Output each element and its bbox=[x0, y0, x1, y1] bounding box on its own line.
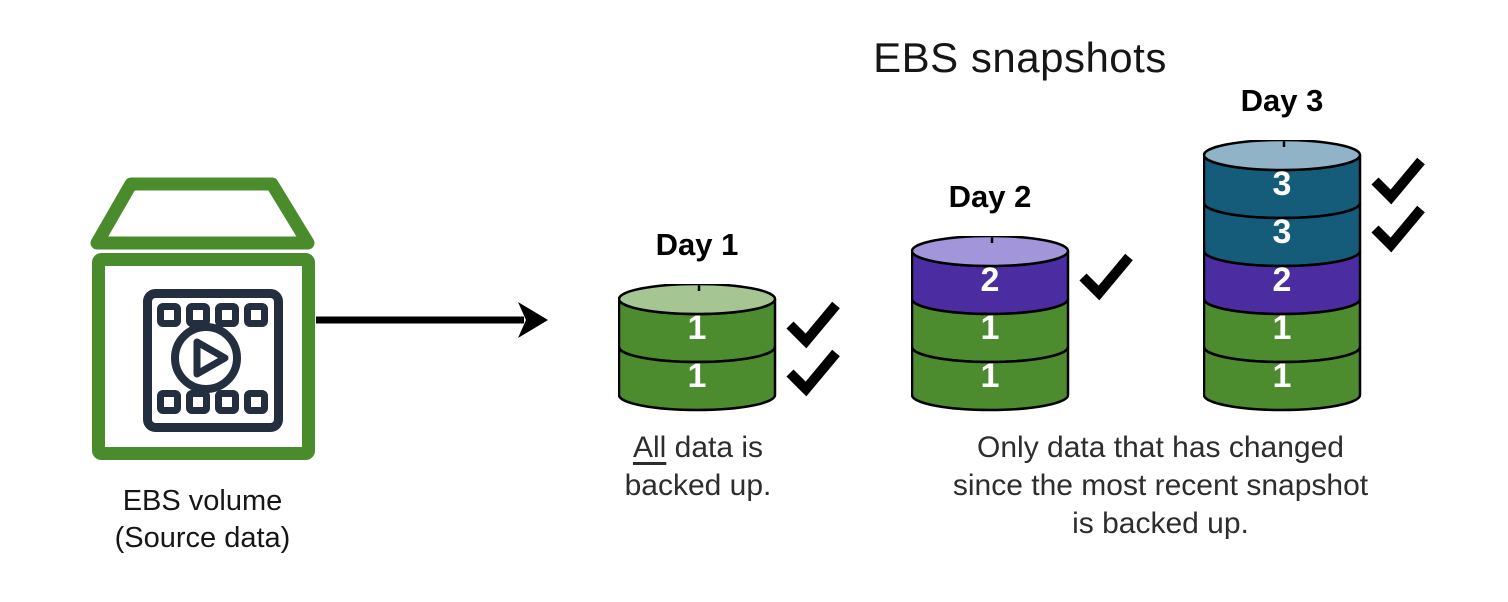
cylinder-top bbox=[911, 236, 1070, 268]
snapshot-stack-2: 2 1 1 bbox=[911, 236, 1133, 412]
diagram-title: EBS snapshots bbox=[873, 34, 1167, 81]
right-arrow-icon bbox=[316, 302, 548, 338]
caption-incremental-line1: Only data that has changed bbox=[977, 431, 1344, 464]
caption-day1-line1-rest: data is bbox=[666, 431, 764, 464]
snapshot-segment bbox=[1203, 346, 1362, 412]
film-play-icon bbox=[143, 289, 283, 432]
ebs-volume-icon bbox=[90, 177, 315, 460]
segment-number: 1 bbox=[688, 357, 707, 395]
segment-number: 2 bbox=[1273, 261, 1292, 299]
checkmark-icon bbox=[1371, 205, 1425, 253]
volume-label: EBS volume (Source data) bbox=[75, 483, 330, 557]
caption-day1-line1: All data is bbox=[588, 429, 808, 467]
checkmark-icon bbox=[1371, 157, 1425, 205]
caption-incremental: Only data that has changed since the mos… bbox=[898, 429, 1423, 543]
segment-number: 1 bbox=[688, 309, 707, 347]
caption-underlined-word: All bbox=[632, 431, 667, 464]
caption-incremental-line2: since the most recent snapshot bbox=[952, 469, 1369, 502]
volume-box-shape bbox=[92, 253, 315, 460]
checkmark-icon bbox=[786, 349, 840, 397]
snapshot-stack-1: 11 bbox=[618, 284, 840, 412]
segment-number: 2 bbox=[981, 261, 1000, 299]
checkmark-icon bbox=[1079, 253, 1133, 301]
day-label-1: Day 1 bbox=[655, 227, 739, 262]
caption-day1: All data is backed up. bbox=[588, 429, 808, 505]
snapshot-segment bbox=[911, 346, 1070, 412]
snapshot-stack-3: 3 3 2 1 1 bbox=[1203, 140, 1425, 412]
segment-number: 1 bbox=[1273, 357, 1292, 395]
segment-number: 1 bbox=[981, 309, 1000, 347]
caption-incremental-line3: is backed up. bbox=[1072, 507, 1249, 540]
caption-day1-line2: backed up. bbox=[624, 469, 772, 502]
segment-number: 3 bbox=[1273, 165, 1292, 203]
cylinder-top bbox=[1203, 140, 1362, 172]
segment-number: 3 bbox=[1273, 213, 1292, 251]
checkmark-icon bbox=[786, 301, 840, 349]
segment-number: 1 bbox=[1273, 309, 1292, 347]
volume-label-line1: EBS volume bbox=[122, 485, 283, 517]
day-label-2: Day 2 bbox=[948, 179, 1032, 214]
snapshot-segment bbox=[618, 346, 777, 412]
cylinder-top bbox=[618, 284, 777, 316]
day-label-3: Day 3 bbox=[1240, 83, 1324, 118]
volume-lid-shape bbox=[90, 177, 315, 250]
volume-label-line2: (Source data) bbox=[114, 522, 291, 554]
segment-number: 1 bbox=[981, 357, 1000, 395]
